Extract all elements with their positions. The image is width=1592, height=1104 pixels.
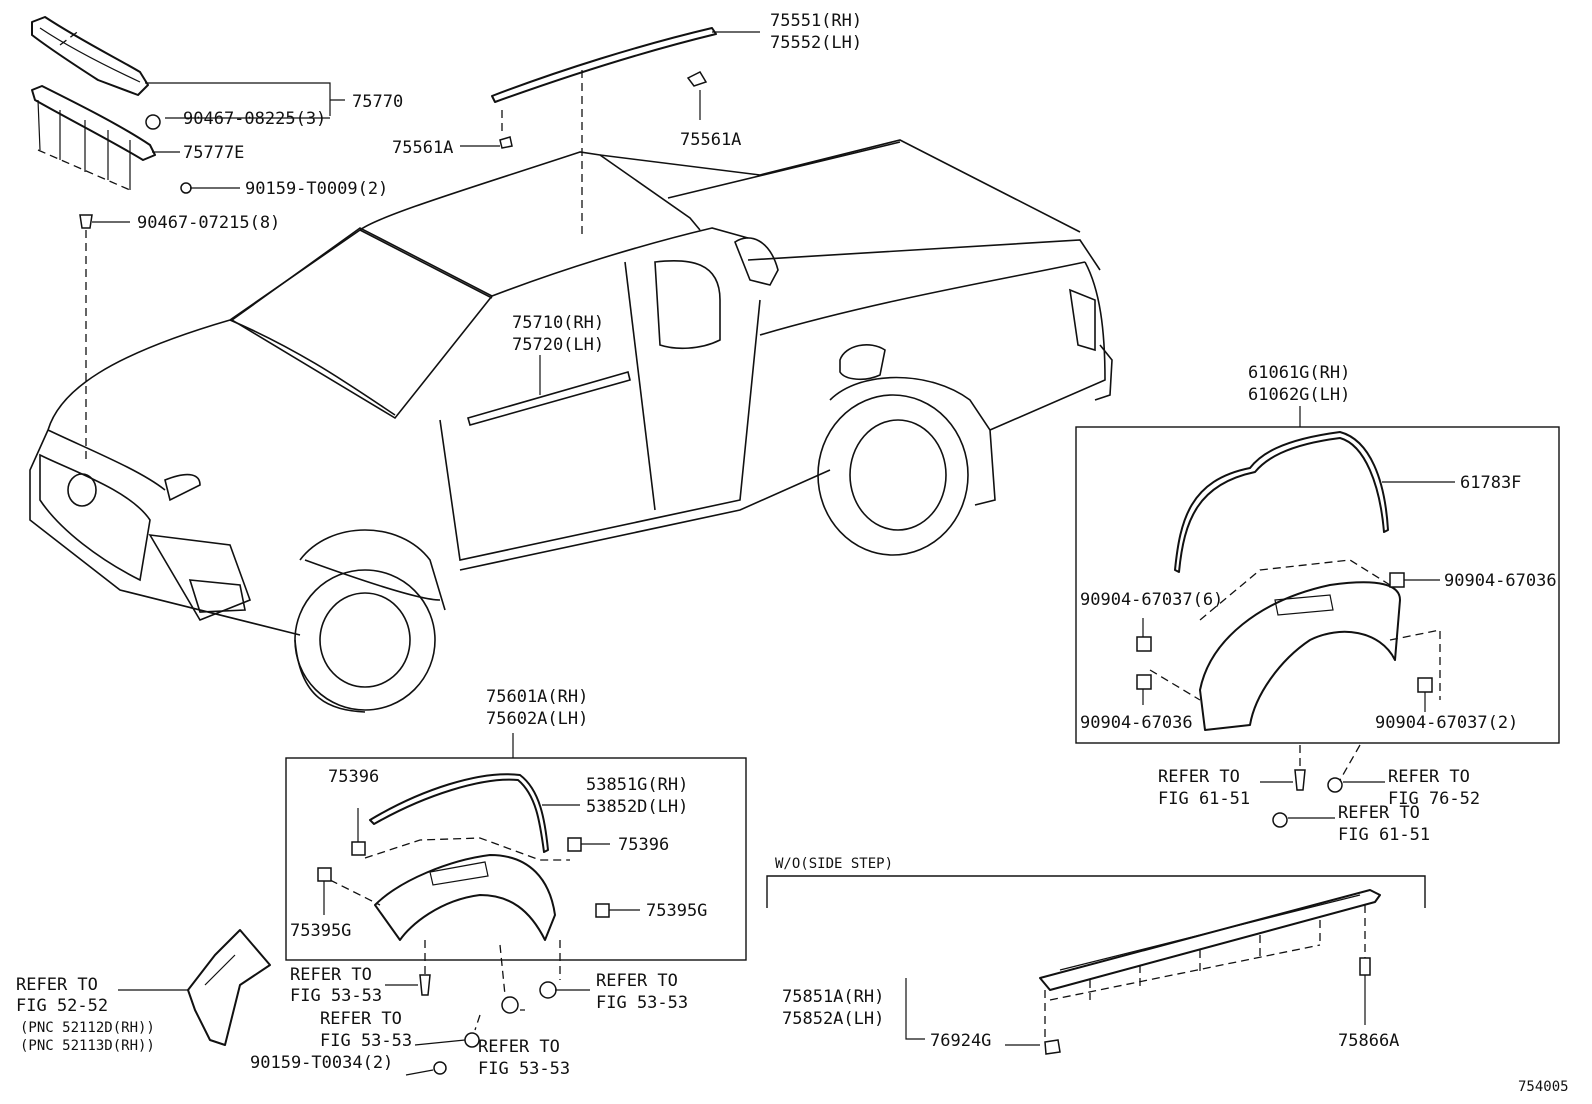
pnc-note: (PNC 52112D(RH)) bbox=[20, 1020, 155, 1036]
clip-icon bbox=[539, 981, 557, 999]
clip-icon bbox=[1044, 1039, 1061, 1055]
front-fender-flare-box bbox=[285, 757, 747, 961]
clip-icon bbox=[595, 903, 610, 918]
clip-icon bbox=[317, 867, 332, 882]
part-number-label: 90159-T0009(2) bbox=[245, 179, 388, 199]
reference-label: REFER TO bbox=[478, 1037, 560, 1057]
part-number-label: 90467-07215(8) bbox=[137, 213, 280, 233]
part-number-label: 75602A(LH) bbox=[486, 709, 588, 729]
reference-label: REFER TO bbox=[596, 971, 678, 991]
pickup-truck-illustration bbox=[29, 139, 1113, 713]
reference-label: REFER TO bbox=[320, 1009, 402, 1029]
reference-label: REFER TO bbox=[16, 975, 98, 995]
screw-icon bbox=[180, 182, 192, 194]
part-number-label: 75852A(LH) bbox=[782, 1009, 884, 1029]
leader-lines bbox=[92, 31, 760, 395]
part-number-label: 75770 bbox=[352, 92, 403, 112]
part-number-label: 61062G(LH) bbox=[1248, 385, 1350, 405]
clip-icon bbox=[145, 114, 161, 130]
screw-icon bbox=[1272, 812, 1288, 828]
screw-icon bbox=[419, 974, 431, 996]
screw-icon bbox=[1294, 769, 1306, 791]
part-number-label: 75395G bbox=[290, 921, 351, 941]
part-number-label: 53851G(RH) bbox=[586, 775, 688, 795]
part-number-label: 75561A bbox=[680, 130, 741, 150]
figure-number: 754005 bbox=[1518, 1079, 1569, 1095]
part-number-label: 61061G(RH) bbox=[1248, 363, 1350, 383]
clip-icon bbox=[1389, 572, 1405, 588]
rear-fender-flare-parts bbox=[1136, 406, 1455, 828]
part-number-label: 75710(RH) bbox=[512, 313, 604, 333]
reference-label: FIG 53-53 bbox=[320, 1031, 412, 1051]
reference-label: REFER TO bbox=[1338, 803, 1420, 823]
clip-icon bbox=[499, 136, 513, 149]
clip-icon bbox=[1136, 674, 1152, 690]
part-number-label: 75551(RH) bbox=[770, 11, 862, 31]
mudguard-part bbox=[118, 929, 271, 1046]
reference-label: REFER TO bbox=[1388, 767, 1470, 787]
part-number-label: 75851A(RH) bbox=[782, 987, 884, 1007]
part-number-label: 61783F bbox=[1460, 473, 1521, 493]
part-number-label: 75601A(RH) bbox=[486, 687, 588, 707]
part-number-label: 76924G bbox=[930, 1031, 991, 1051]
reference-label: FIG 61-51 bbox=[1158, 789, 1250, 809]
part-number-label: 90904-67036 bbox=[1444, 571, 1557, 591]
reference-label: FIG 52-52 bbox=[16, 996, 108, 1016]
roof-molding-parts bbox=[491, 27, 717, 235]
screw-icon bbox=[433, 1061, 447, 1075]
screw-icon bbox=[464, 1032, 480, 1048]
hood-protector-assembly bbox=[31, 16, 192, 460]
part-number-label: 75866A bbox=[1338, 1031, 1399, 1051]
clip-icon bbox=[1359, 957, 1371, 976]
part-number-label: 75777E bbox=[183, 143, 244, 163]
front-fender-flare-parts bbox=[317, 733, 640, 1076]
reference-label: FIG 76-52 bbox=[1388, 789, 1480, 809]
part-number-label: 75396 bbox=[618, 835, 669, 855]
clip-icon bbox=[1136, 636, 1152, 652]
part-number-label: 75561A bbox=[392, 138, 453, 158]
clip-icon bbox=[567, 837, 582, 852]
part-number-label: 75395G bbox=[646, 901, 707, 921]
clip-icon bbox=[79, 214, 93, 229]
reference-label: FIG 53-53 bbox=[478, 1059, 570, 1079]
reference-label: FIG 53-53 bbox=[596, 993, 688, 1013]
clip-icon bbox=[1417, 677, 1433, 693]
reference-label: FIG 61-51 bbox=[1338, 825, 1430, 845]
part-labels: 75551(RH) 75552(LH) 75561A 75561A 75770 … bbox=[16, 11, 1569, 1095]
reference-label: REFER TO bbox=[1158, 767, 1240, 787]
part-number-label: 75552(LH) bbox=[770, 33, 862, 53]
part-number-label: 90467-08225(3) bbox=[183, 109, 326, 129]
reference-label: REFER TO bbox=[290, 965, 372, 985]
clip-icon bbox=[351, 841, 366, 856]
section-label: W/O(SIDE STEP) bbox=[775, 856, 893, 872]
rocker-molding-parts bbox=[766, 875, 1426, 1055]
part-number-label: 90904-67037(6) bbox=[1080, 590, 1223, 610]
clip-icon bbox=[686, 71, 708, 87]
part-number-label: 90904-67036 bbox=[1080, 713, 1193, 733]
part-number-label: 90904-67037(2) bbox=[1375, 713, 1518, 733]
screw-icon bbox=[501, 996, 519, 1014]
pnc-note: (PNC 52113D(RH)) bbox=[20, 1038, 155, 1054]
part-number-label: 75396 bbox=[328, 767, 379, 787]
rear-fender-flare-box bbox=[1075, 426, 1560, 744]
clip-icon bbox=[1327, 777, 1343, 793]
part-number-label: 75720(LH) bbox=[512, 335, 604, 355]
reference-label: FIG 53-53 bbox=[290, 986, 382, 1006]
part-number-label: 90159-T0034(2) bbox=[250, 1053, 393, 1073]
part-number-label: 53852D(LH) bbox=[586, 797, 688, 817]
